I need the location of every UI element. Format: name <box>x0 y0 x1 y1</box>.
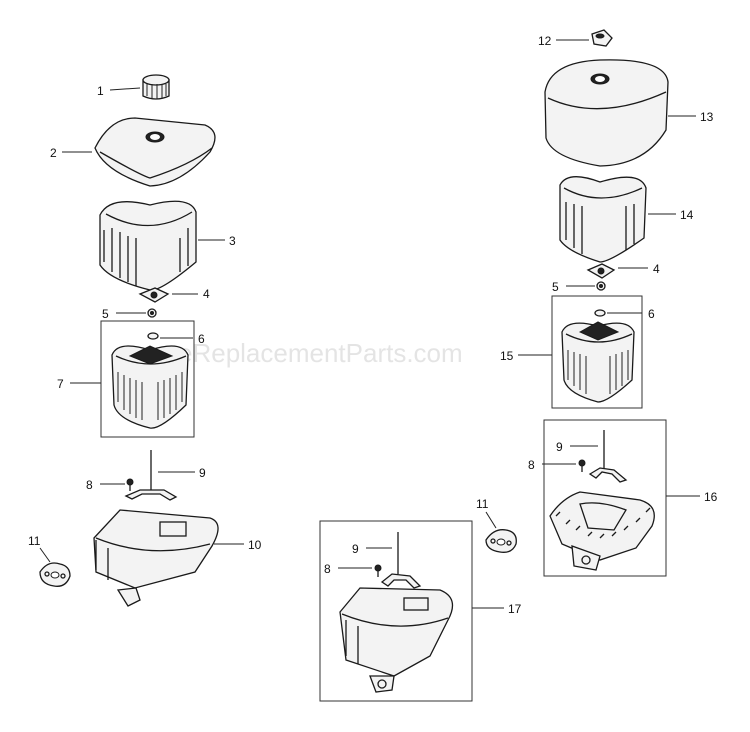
callout-4-right: 4 <box>653 262 660 276</box>
callout-16: 16 <box>704 490 718 504</box>
callout-2: 2 <box>50 146 57 160</box>
part-1-knob <box>142 74 170 100</box>
box-15 <box>551 295 643 409</box>
callout-6-left: 6 <box>198 332 205 346</box>
callout-17: 17 <box>508 602 522 616</box>
callout-4-left: 4 <box>203 287 210 301</box>
part-12-knob <box>591 29 613 47</box>
part-9-stud-left <box>124 450 178 501</box>
callout-6-right: 6 <box>648 307 655 321</box>
part-6-grommet-right <box>594 309 606 317</box>
callout-7: 7 <box>57 377 64 391</box>
part-4-seal <box>138 287 170 303</box>
part-8-screw-right <box>578 459 586 472</box>
part-3-precleaner <box>99 200 197 291</box>
callout-10: 10 <box>248 538 262 552</box>
callout-1: 1 <box>97 84 104 98</box>
callout-11-right: 11 <box>476 497 489 511</box>
part-17-base <box>339 587 454 693</box>
part-7-element <box>111 345 189 429</box>
box-7 <box>100 320 195 438</box>
part-9-stud-right <box>588 430 628 483</box>
part-4-seal-right <box>586 263 616 279</box>
callout-11-left: 11 <box>28 534 41 548</box>
callout-9-left: 9 <box>199 466 206 480</box>
callout-9-bottom: 9 <box>352 542 359 556</box>
part-5-nut-right <box>596 281 606 291</box>
callout-15: 15 <box>500 349 514 363</box>
part-8-screw-bottom <box>374 564 382 577</box>
callout-8-left: 8 <box>86 478 93 492</box>
part-5-nut <box>147 308 157 318</box>
callout-8-bottom: 8 <box>324 562 331 576</box>
part-13-cover <box>544 59 669 167</box>
part-15-element <box>561 321 635 403</box>
callout-5-left: 5 <box>102 307 109 321</box>
box-17 <box>319 520 473 702</box>
callout-3: 3 <box>229 234 236 248</box>
part-6-grommet <box>147 332 159 340</box>
part-10-base <box>93 509 219 607</box>
callout-8-right: 8 <box>528 458 535 472</box>
part-2-cover <box>94 117 216 187</box>
callout-14: 14 <box>680 208 694 222</box>
part-16-base <box>549 491 655 571</box>
box-16 <box>543 419 667 577</box>
part-9-stud-bottom <box>380 532 422 589</box>
part-11-gasket-left <box>39 562 71 587</box>
callout-9-right: 9 <box>556 440 563 454</box>
callout-12: 12 <box>538 34 552 48</box>
part-14-precleaner <box>559 176 647 263</box>
callout-13: 13 <box>700 110 714 124</box>
callout-5-right: 5 <box>552 280 559 294</box>
watermark: eReplacementParts.com <box>178 338 463 368</box>
part-11-gasket-right <box>485 529 517 553</box>
part-8-screw-left <box>126 478 134 491</box>
